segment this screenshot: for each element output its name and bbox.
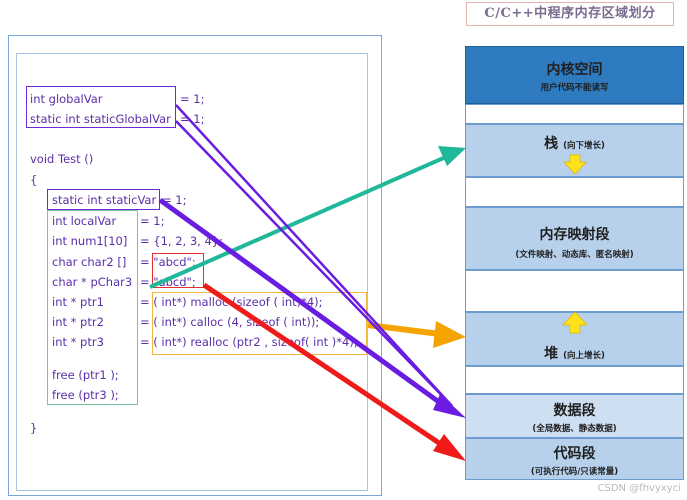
segment-data-sub: (全局数据、静态数据) xyxy=(532,424,617,434)
code-line-free-ptr1: free (ptr1 ); xyxy=(52,368,119,382)
code-line-num1: int num1[10] xyxy=(52,234,128,248)
segment-kernel-sub: 用户代码不能读写 xyxy=(540,83,609,93)
code-line-static-global: static int staticGlobalVar xyxy=(30,112,171,126)
code-line-ptr2: int * ptr2 xyxy=(52,315,104,329)
code-line-free-ptr3: free (ptr3 ); xyxy=(52,388,119,402)
segment-stack-sub: (向下增长) xyxy=(563,141,605,151)
segment-gap-3 xyxy=(465,270,684,312)
code-line-global-var: int globalVar xyxy=(30,92,103,106)
segment-code: 代码段 (可执行代码/只读常量) xyxy=(465,438,684,480)
code-line-ptr3: int * ptr3 xyxy=(52,335,104,349)
segment-gap-2 xyxy=(465,177,684,207)
segment-heap: 堆 (向上增长) xyxy=(465,312,684,366)
code-line-num1-init: = {1, 2, 3, 4}; xyxy=(140,234,223,248)
code-line-pchar3: char * pChar3 xyxy=(52,275,133,289)
code-line-close-brace: } xyxy=(30,421,38,435)
code-line-local-var: int localVar xyxy=(52,214,117,228)
code-line-open-brace: { xyxy=(30,173,38,187)
segment-gap-4 xyxy=(465,366,684,394)
arrow-orange-head xyxy=(433,321,466,348)
arrow-red-head xyxy=(433,434,466,461)
segment-code-name: 代码段 xyxy=(553,446,596,462)
code-line-ptr2-init: = ( int*) calloc (4, sizeof ( int)); xyxy=(140,315,320,329)
segment-mmap-sub: (文件映射、动态库、匿名映射) xyxy=(515,250,634,260)
segment-heap-sub: (向上增长) xyxy=(563,351,605,361)
segment-stack: 栈 (向下增长) xyxy=(465,124,684,177)
code-line-global-var-init: = 1; xyxy=(180,92,205,106)
segment-stack-name: 栈 xyxy=(544,136,559,152)
segment-mmap-name: 内存映射段 xyxy=(539,227,610,243)
segment-data-name: 数据段 xyxy=(553,403,596,419)
code-line-static-global-init: = 1; xyxy=(180,112,205,126)
arrow-teal-head xyxy=(438,146,466,166)
segment-heap-name: 堆 xyxy=(544,346,559,362)
arrow-purple-head xyxy=(433,394,466,418)
code-line-local-var-init: = 1; xyxy=(140,214,165,228)
code-line-static-var: static int staticVar xyxy=(52,193,157,207)
code-line-ptr1: int * ptr1 xyxy=(52,295,104,309)
segment-mmap: 内存映射段 (文件映射、动态库、匿名映射) xyxy=(465,207,684,270)
diagram-title: C/C++中程序内存区域划分 xyxy=(466,2,674,26)
code-line-static-var-init: = 1; xyxy=(162,193,187,207)
code-line-char2-init: = "abcd"; xyxy=(140,255,196,269)
segment-data: 数据段 (全局数据、静态数据) xyxy=(465,394,684,438)
segment-code-sub: (可执行代码/只读常量) xyxy=(530,467,619,477)
code-line-func-sig: void Test () xyxy=(30,152,94,166)
code-line-pchar3-init: = "abcd"; xyxy=(140,275,196,289)
code-line-ptr1-init: = ( int*) malloc (sizeof ( int)*4); xyxy=(140,295,323,309)
watermark: CSDN @fhvyxyci xyxy=(597,483,682,494)
code-line-ptr3-init: = ( int*) realloc (ptr2 , sizeof( int )*… xyxy=(140,335,358,349)
local-vars-box xyxy=(47,210,138,405)
segment-kernel: 内核空间 用户代码不能读写 xyxy=(465,46,684,104)
segment-kernel-name: 内核空间 xyxy=(546,62,603,78)
code-line-char2: char char2 [] xyxy=(52,255,127,269)
segment-gap-1 xyxy=(465,104,684,124)
